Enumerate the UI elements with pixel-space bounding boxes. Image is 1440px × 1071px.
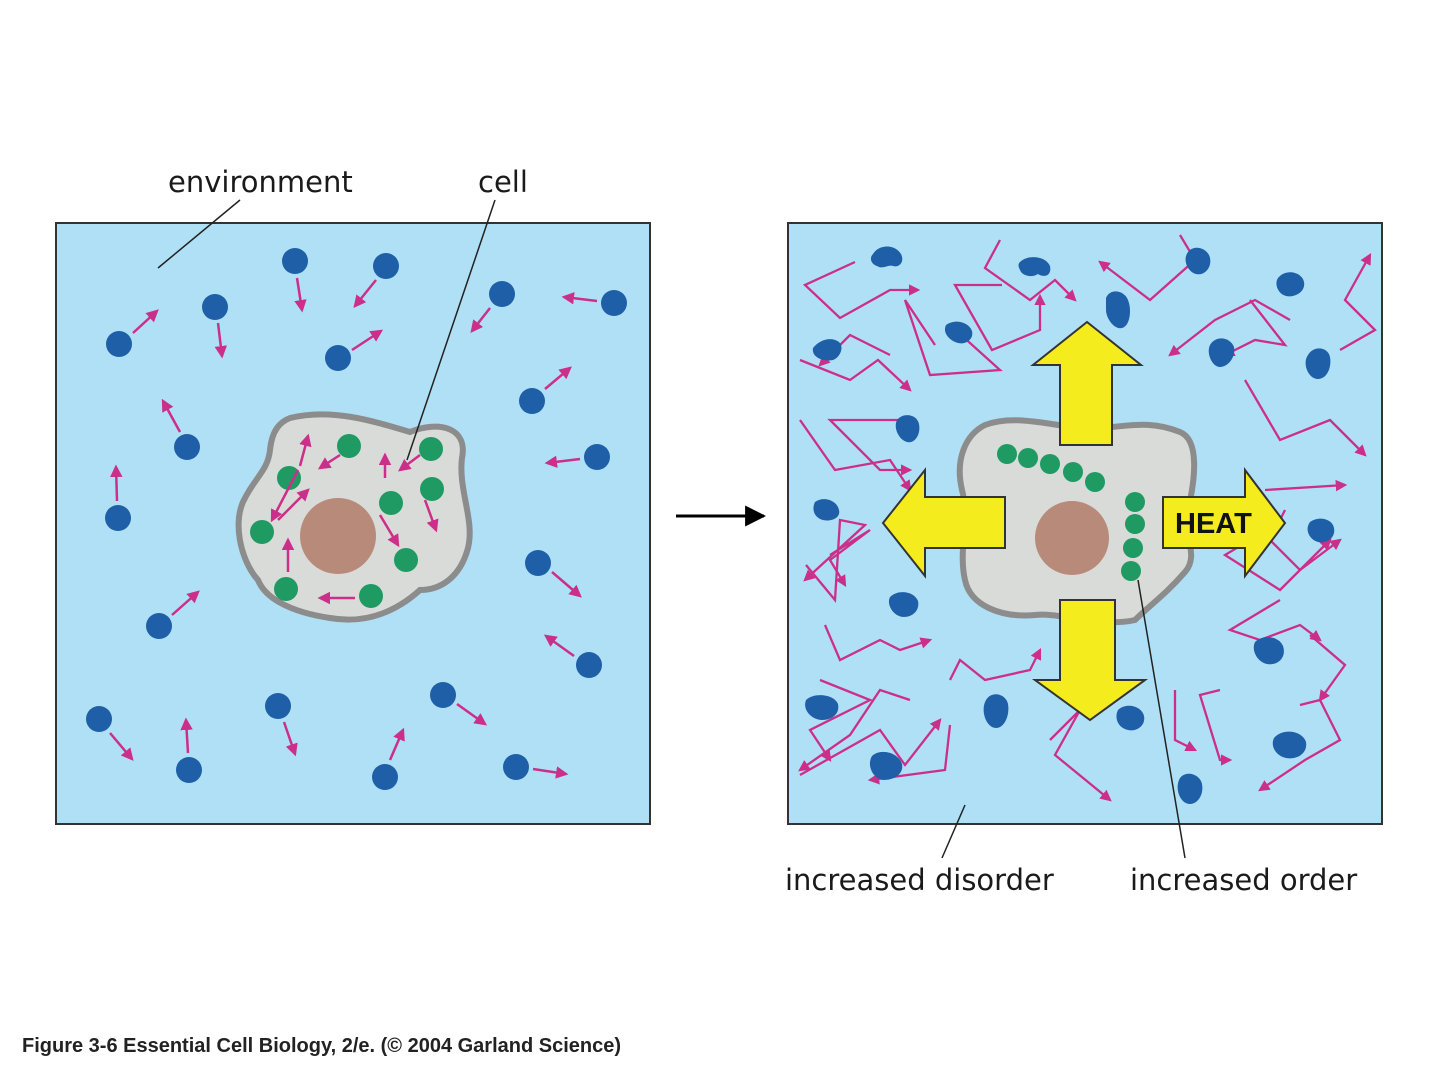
blue-molecule — [895, 415, 920, 443]
heat-arrow-down — [1031, 599, 1149, 722]
blue-molecule — [870, 246, 903, 268]
green-molecule — [277, 466, 301, 490]
green-molecule — [250, 520, 274, 544]
left-panel: environment cell — [55, 165, 651, 825]
blue-molecule — [161, 398, 200, 460]
blue-molecule — [1116, 705, 1145, 731]
heat-arrow-left — [881, 467, 1006, 579]
green-molecule — [274, 577, 298, 601]
blue-molecule — [1307, 518, 1335, 543]
increased-order-label: increased order — [1130, 863, 1357, 897]
green-molecule — [1040, 454, 1060, 474]
cell-motion-arrows-left — [270, 433, 439, 605]
blue-molecule — [944, 321, 973, 344]
heat-arrow-icon — [881, 320, 1287, 722]
increased-disorder-label: increased disorder — [785, 863, 1054, 897]
blue-molecule — [1272, 731, 1307, 759]
cell-label: cell — [478, 165, 528, 199]
green-molecule — [419, 437, 443, 461]
blue-molecule — [543, 634, 602, 678]
blue-molecule — [812, 339, 842, 361]
green-molecule — [997, 444, 1017, 464]
environment-leader-line — [157, 199, 241, 269]
blue-molecule — [525, 550, 582, 598]
green-molecule — [1063, 462, 1083, 482]
blue-molecule — [1177, 773, 1203, 804]
blue-molecule — [176, 717, 202, 783]
blue-molecule — [1208, 338, 1235, 367]
blue-molecule — [888, 592, 919, 617]
blue-molecule — [503, 754, 569, 780]
blue-molecule — [1018, 257, 1051, 277]
blue-molecule — [813, 499, 840, 521]
green-molecule — [1121, 561, 1141, 581]
order-leader-line — [1137, 579, 1186, 859]
blue-molecule — [519, 366, 572, 414]
blue-molecule — [202, 294, 228, 359]
green-molecule — [1018, 448, 1038, 468]
cell-molecules-left — [250, 434, 444, 608]
figure-caption: Figure 3-6 Essential Cell Biology, 2/e. … — [22, 1035, 621, 1057]
disordered-molecules — [805, 246, 1335, 804]
blue-molecule — [265, 693, 298, 757]
blue-molecule — [105, 464, 131, 531]
blue-molecule — [325, 329, 384, 371]
blue-molecule — [1305, 348, 1331, 379]
nucleus-right — [1035, 501, 1109, 575]
blue-molecule — [1253, 637, 1284, 665]
blue-molecule — [1276, 272, 1305, 297]
blue-molecule — [1185, 247, 1211, 275]
green-molecule — [1123, 538, 1143, 558]
blue-molecule — [983, 694, 1009, 728]
blue-molecule — [353, 253, 399, 308]
cell-leader-line — [406, 199, 496, 461]
green-molecule — [1125, 492, 1145, 512]
blue-molecule — [869, 751, 903, 780]
random-motion-paths — [798, 234, 1377, 802]
blue-molecule — [561, 290, 627, 316]
green-molecule — [420, 477, 444, 501]
blue-molecule — [106, 309, 159, 357]
heat-label: HEAT — [1175, 508, 1252, 540]
heat-arrow-up — [1030, 320, 1144, 446]
heat-arrow-right — [1162, 467, 1287, 579]
blue-molecule — [430, 682, 488, 726]
blue-molecule — [805, 695, 839, 720]
nucleus-left — [300, 498, 376, 574]
blue-molecule — [372, 727, 405, 790]
blue-molecule — [146, 590, 200, 639]
disorder-leader-line — [941, 804, 966, 859]
ordered-molecules — [997, 444, 1145, 581]
green-molecule — [1125, 514, 1145, 534]
blue-molecule — [86, 706, 134, 761]
green-molecule — [337, 434, 361, 458]
right-panel: HEAT increased disorder increased order — [785, 222, 1383, 897]
blue-molecule — [282, 248, 308, 313]
blue-molecule — [470, 281, 515, 333]
blue-molecule — [1106, 291, 1130, 329]
green-molecule — [1085, 472, 1105, 492]
blue-molecule — [544, 444, 610, 470]
environment-molecules-left — [86, 248, 627, 790]
green-molecule — [379, 491, 403, 515]
environment-label: environment — [168, 165, 353, 199]
green-molecule — [359, 584, 383, 608]
green-molecule — [394, 548, 418, 572]
